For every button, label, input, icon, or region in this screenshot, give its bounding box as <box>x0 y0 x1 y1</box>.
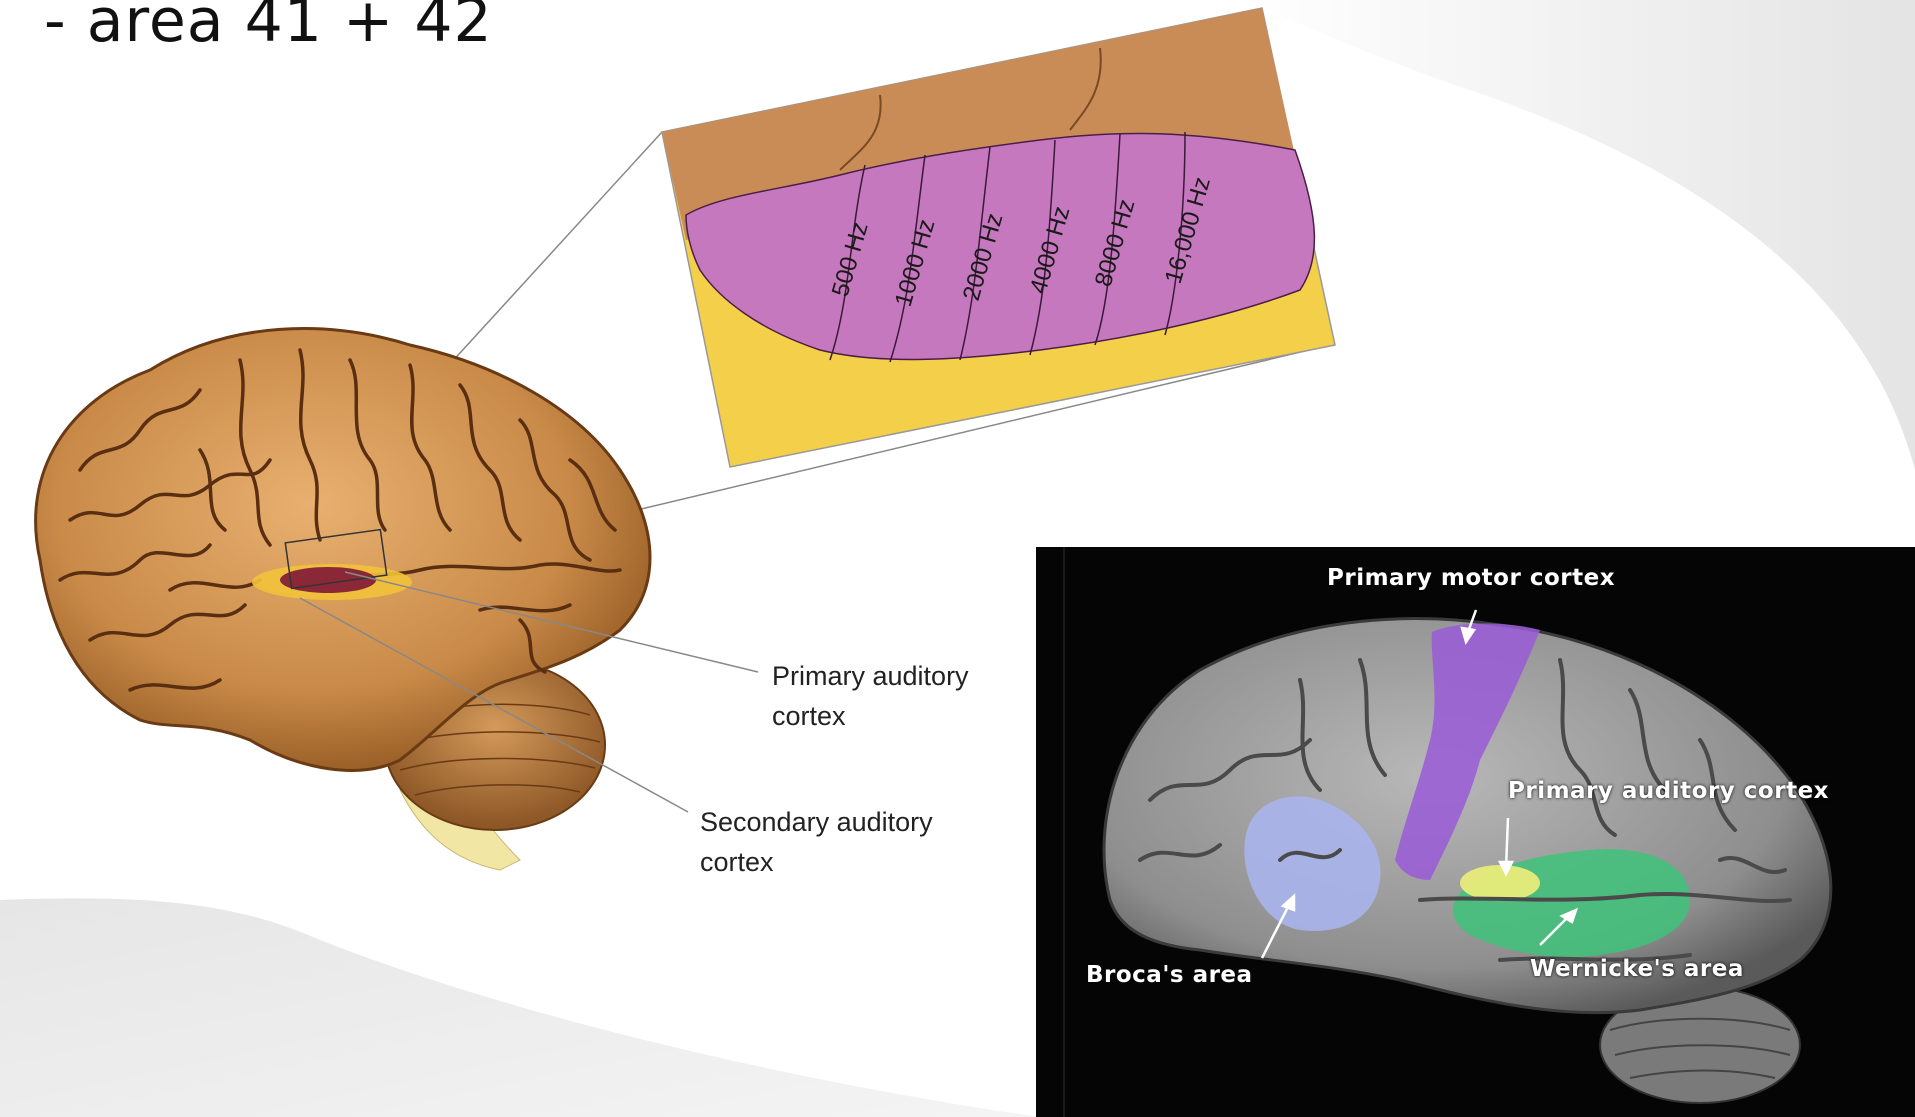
photo-primary-auditory-cortex-label: Primary auditory cortex <box>1508 778 1829 804</box>
primary-motor-cortex-label: Primary motor cortex <box>1327 565 1615 591</box>
brocas-area-label: Broca's area <box>1086 962 1253 988</box>
wernickes-area-label: Wernicke's area <box>1530 956 1744 982</box>
